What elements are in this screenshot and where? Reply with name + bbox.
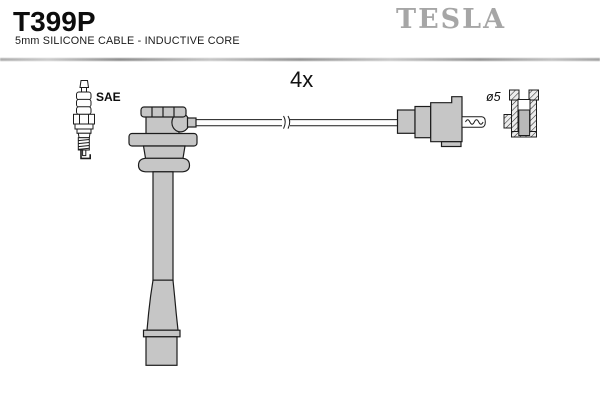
header-divider <box>0 58 600 61</box>
part-number: T399P <box>13 6 96 37</box>
spark-plug-standard-label: SAE <box>96 90 121 104</box>
ignition-cable-line <box>195 115 399 129</box>
brand-logo: TESLA <box>396 4 507 35</box>
product-subtitle: 5mm SILICONE CABLE - INDUCTIVE CORE <box>15 35 240 47</box>
cable-break-mark <box>283 115 286 129</box>
cable-stub-drawing <box>461 116 486 128</box>
terminal-cross-section-drawing <box>503 89 539 138</box>
coil-boot-drawing <box>128 106 198 366</box>
quantity-label: 4x <box>290 67 314 92</box>
cable-diameter-label: ø5 <box>486 90 501 104</box>
coil-connector-drawing <box>396 96 463 148</box>
spark-plug-icon <box>73 80 95 160</box>
